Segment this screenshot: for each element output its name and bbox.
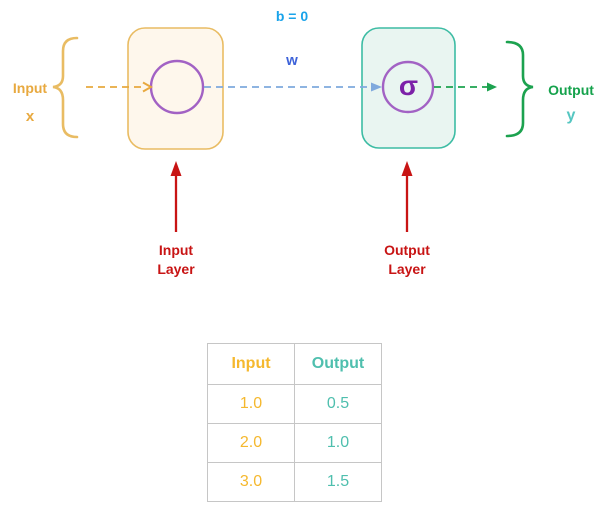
io-table: Input Output 1.0 0.5 2.0 1.0 3.0 1.5	[207, 343, 382, 502]
table-cell-output-3: 1.5	[294, 462, 382, 502]
input-variable-x: x	[25, 108, 35, 125]
output-layer-caption-line1: Output	[384, 242, 430, 258]
input-layer-box	[127, 27, 224, 150]
output-brace	[505, 40, 534, 138]
table-cell-input-3: 3.0	[207, 462, 295, 502]
output-brace-label: Output	[548, 82, 594, 98]
table-cell-input-1: 1.0	[207, 384, 295, 424]
table-row: 1.0 0.5	[207, 384, 382, 424]
network-diagram	[52, 27, 534, 232]
table-row: 2.0 1.0	[207, 423, 382, 463]
table-row: 3.0 1.5	[207, 462, 382, 502]
input-layer-caption-line2: Layer	[157, 261, 195, 277]
table-cell-input-2: 2.0	[207, 423, 295, 463]
table-header-input: Input	[207, 343, 295, 385]
sigma-activation-symbol: σ	[398, 70, 419, 101]
output-layer-caption-line2: Layer	[388, 261, 426, 277]
output-variable-y: y	[566, 107, 576, 124]
table-cell-output-1: 0.5	[294, 384, 382, 424]
table-header-output: Output	[294, 343, 382, 385]
table-cell-output-2: 1.0	[294, 423, 382, 463]
output-caption-arrowhead	[401, 161, 413, 176]
activation-node-circle	[381, 60, 435, 114]
input-layer-caption-line1: Input	[158, 242, 194, 258]
weight-arrowhead	[371, 82, 382, 92]
output-arrowhead	[487, 82, 497, 92]
output-layer-caption: Output Layer	[365, 241, 449, 279]
weight-label: w	[286, 52, 298, 69]
input-caption-arrowhead	[170, 161, 182, 176]
table-header-row: Input Output	[207, 343, 382, 385]
output-layer-box	[361, 27, 456, 149]
input-brace-label: Input	[12, 80, 48, 96]
input-brace	[52, 36, 79, 139]
input-arrowhead	[142, 81, 154, 93]
bias-label: b = 0	[275, 8, 309, 24]
input-layer-caption: Input Layer	[134, 241, 218, 279]
